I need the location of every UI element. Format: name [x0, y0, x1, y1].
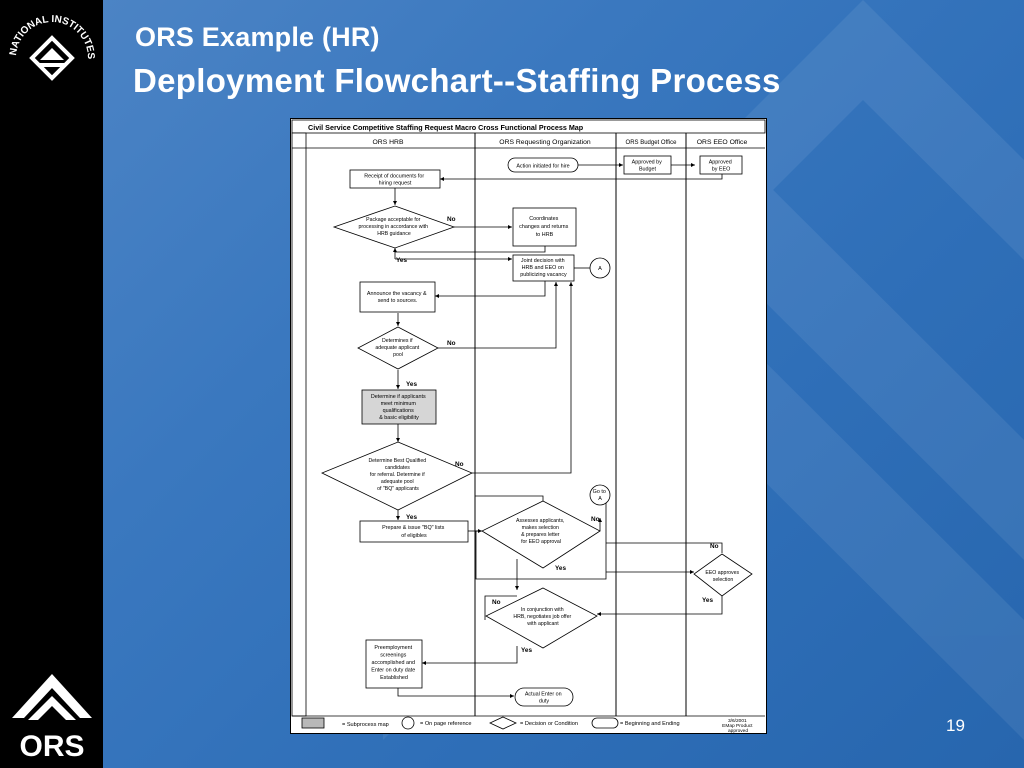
node-approved-budget: [623, 155, 672, 175]
legend-footer-note: 3/6/2001 EMap Product approved: [722, 718, 754, 734]
decision-best-qualified: [321, 441, 473, 511]
decision-negotiate-offer: [485, 587, 598, 649]
label-yes-package: Yes: [396, 257, 407, 264]
slide-title-line1: ORS Example (HR): [135, 22, 380, 52]
label-yes-eeo: Yes: [702, 597, 713, 604]
subprocess-eligibility-text: Determine if applicants meet minimum qua…: [371, 394, 427, 421]
legend-decision-swatch: [489, 716, 517, 730]
node-actual-enter-duty: [514, 687, 574, 707]
sheet-border: [290, 118, 767, 734]
node-joint-decision-text: Joint decision with HRB and EEO on publi…: [520, 258, 567, 278]
node-approved-budget-text: Approved by Budget: [632, 160, 664, 173]
decision-adequate-pool: [357, 326, 439, 370]
slide-title-line2: Deployment Flowchart--Staffing Process: [133, 62, 781, 99]
node-joint-decision: [512, 254, 575, 282]
legend-on-page: = On page reference: [420, 721, 471, 727]
legend-subprocess-swatch: [301, 717, 325, 729]
subprocess-eligibility: [361, 389, 437, 425]
ors-logo: ORS: [12, 674, 92, 762]
node-prepare-bq: [359, 520, 469, 543]
map-title: Civil Service Competitive Staffing Reque…: [308, 123, 584, 132]
label-no-package: No: [447, 216, 456, 223]
node-prepare-bq-text: Prepare & issue "BQ" lists of eligibles: [382, 525, 446, 539]
page-number: 19: [946, 716, 965, 735]
connector-go-to-a: [589, 484, 611, 506]
node-approved-eeo: [699, 155, 743, 175]
nih-logo: NATIONAL INSTITUTES OF HEALTH: [6, 8, 96, 81]
sidebar: NATIONAL INSTITUTES OF HEALTH ORS: [0, 0, 103, 768]
node-receipt-documents: [349, 169, 441, 189]
node-receipt-documents-text: Receipt of documents for hiring request: [364, 174, 425, 187]
connector-a-text: A: [598, 266, 602, 272]
node-approved-eeo-text: Approved by EEO: [709, 160, 734, 173]
ors-chevron-icon: [12, 674, 92, 720]
lane-header-budget: ORS Budget Office: [626, 140, 678, 146]
decision-adequate-pool-text: Determines if adequate applicant pool: [375, 338, 420, 358]
legend-subprocess: = Subprocess map: [342, 722, 389, 728]
nih-emblem-icon: [29, 35, 75, 81]
decision-package-acceptable-text: Package acceptable for processing in acc…: [359, 217, 430, 237]
label-yes-assess: Yes: [555, 565, 566, 572]
legend-decision: = Decision or Condition: [520, 721, 578, 727]
flow-connectors: [393, 163, 723, 698]
lane-header-requesting: ORS Requesting Organization: [499, 139, 591, 146]
label-no-best: No: [455, 461, 464, 468]
node-announce-vacancy-text: Announce the vacancy & send to sources.: [367, 291, 428, 304]
node-action-initiated: [507, 157, 579, 173]
decision-assess-applicants: [481, 500, 601, 569]
ors-logo-text: ORS: [19, 730, 84, 762]
node-coordinates-changes: [512, 207, 577, 247]
decision-eeo-approves-text: EEO approves selection: [705, 570, 740, 583]
node-announce-vacancy: [359, 281, 436, 313]
label-yes-best: Yes: [406, 514, 417, 521]
node-preemployment-text: Preemployment screenings accomplished an…: [371, 645, 417, 681]
connector-a: [589, 257, 611, 279]
decision-package-acceptable: [332, 205, 456, 249]
node-preemployment: [365, 639, 423, 689]
legend-begin-end-swatch: [591, 717, 619, 729]
node-actual-enter-duty-text: Actual Enter on duty: [525, 692, 563, 705]
lane-header-eeo: ORS EEO Office: [697, 139, 748, 146]
decision-best-qualified-text: Determine Best Qualified candidates for …: [368, 458, 427, 492]
map-title-bar: [291, 119, 766, 134]
node-action-initiated-text: Action initiated for hire: [516, 164, 569, 170]
flowchart: Civil Service Competitive Staffing Reque…: [290, 118, 767, 734]
lane-header-hrb: ORS HRB: [373, 139, 404, 146]
node-coordinates-changes-text: Coordinates changes and returns to HRB: [519, 216, 570, 238]
label-no-eeo: No: [710, 543, 719, 550]
label-no-assess: No: [591, 516, 600, 523]
label-yes-negotiate: Yes: [521, 647, 532, 654]
label-yes-pool: Yes: [406, 381, 417, 388]
decision-negotiate-offer-text: In conjunction with HRB, negotiates job …: [513, 607, 572, 627]
label-no-negotiate: No: [492, 599, 501, 606]
legend-on-page-swatch: [401, 716, 415, 730]
legend-begin-end: = Beginning and Ending: [620, 721, 680, 727]
flowchart-sheet: Civil Service Competitive Staffing Reque…: [290, 118, 767, 734]
label-no-pool: No: [447, 340, 456, 347]
left-margin-column: [291, 132, 307, 717]
decision-assess-applicants-text: Assesses applicants, makes selection & p…: [516, 518, 566, 545]
decision-eeo-approves: [693, 553, 753, 597]
connector-go-to-a-text: Go to A: [593, 489, 608, 502]
